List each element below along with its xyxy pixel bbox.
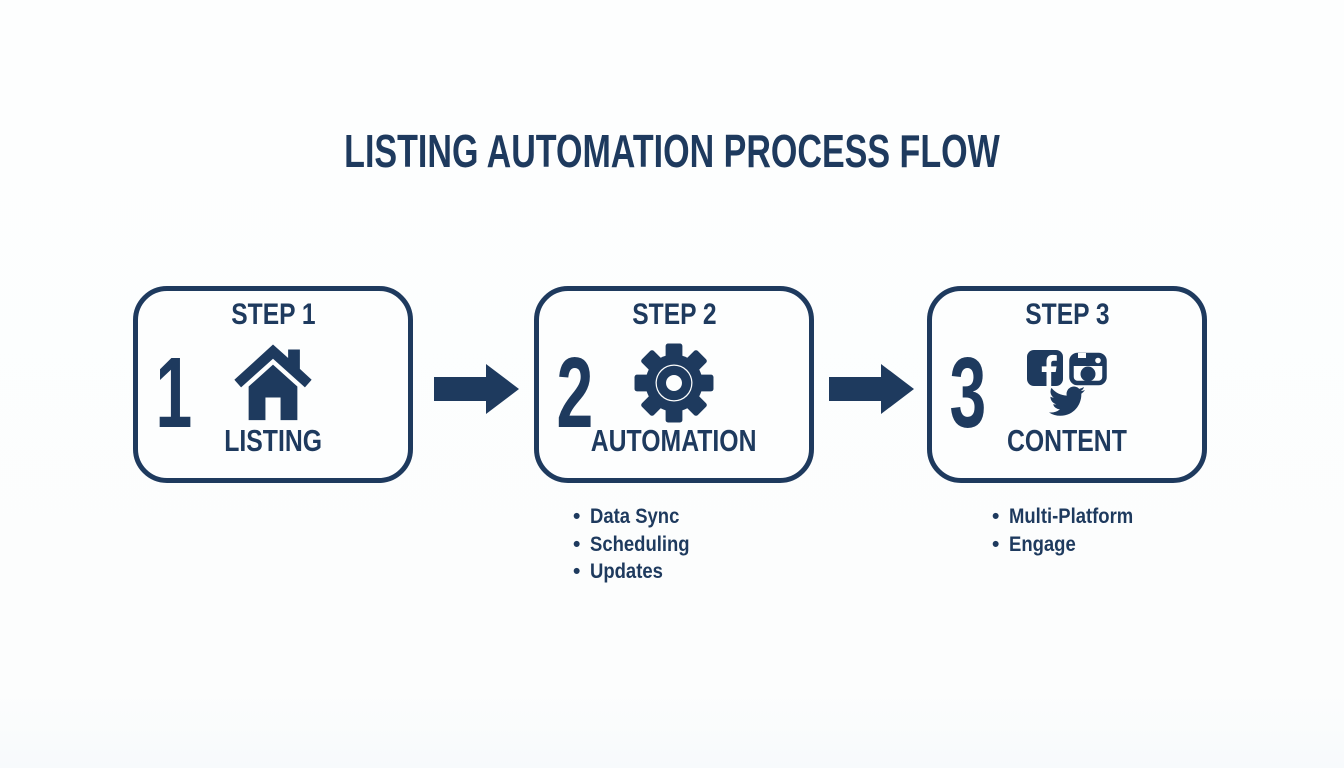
social-media-icons	[932, 341, 1202, 418]
step-box-1: STEP 1 1 LISTING	[133, 286, 413, 483]
bullet-item: • Multi-Platform	[992, 503, 1150, 531]
facebook-icon	[1027, 350, 1063, 386]
bullet-dot: •	[573, 532, 581, 556]
bullet-item: • Data Sync	[573, 503, 703, 531]
step-2-name: AUTOMATION	[591, 423, 757, 458]
step-3-label: STEP 3	[1024, 298, 1110, 331]
bullet-item: • Engage	[992, 531, 1150, 559]
step-2-bullets: • Data Sync • Scheduling • Updates	[573, 503, 703, 586]
step-1-number: 1	[155, 337, 193, 449]
step-2-number: 2	[556, 337, 594, 449]
instagram-camera-icon	[1069, 349, 1107, 387]
arrow-right-icon	[829, 364, 914, 414]
step-1-name: LISTING	[224, 423, 322, 458]
bullet-dot: •	[992, 532, 1000, 556]
bullet-item: • Scheduling	[573, 531, 703, 559]
step-3-number: 3	[949, 337, 987, 449]
bullet-dot: •	[992, 505, 1000, 528]
step-1-label: STEP 1	[230, 298, 316, 331]
gear-icon	[539, 341, 809, 425]
house-icon	[138, 341, 408, 427]
step-box-3: STEP 3 3	[927, 286, 1207, 483]
bullet-item: • Updates	[573, 558, 703, 586]
step-3-name: CONTENT	[1007, 423, 1127, 458]
arrow-right-icon	[434, 364, 519, 414]
page-title: LISTING AUTOMATION PROCESS FLOW	[344, 125, 1000, 177]
step-box-2: STEP 2 2 AUTOMATION	[534, 286, 814, 483]
bullet-dot: •	[573, 505, 581, 528]
step-3-bullets: • Multi-Platform • Engage	[992, 503, 1150, 558]
twitter-icon	[1049, 382, 1085, 418]
bullet-dot: •	[573, 560, 581, 583]
step-2-label: STEP 2	[631, 298, 717, 331]
